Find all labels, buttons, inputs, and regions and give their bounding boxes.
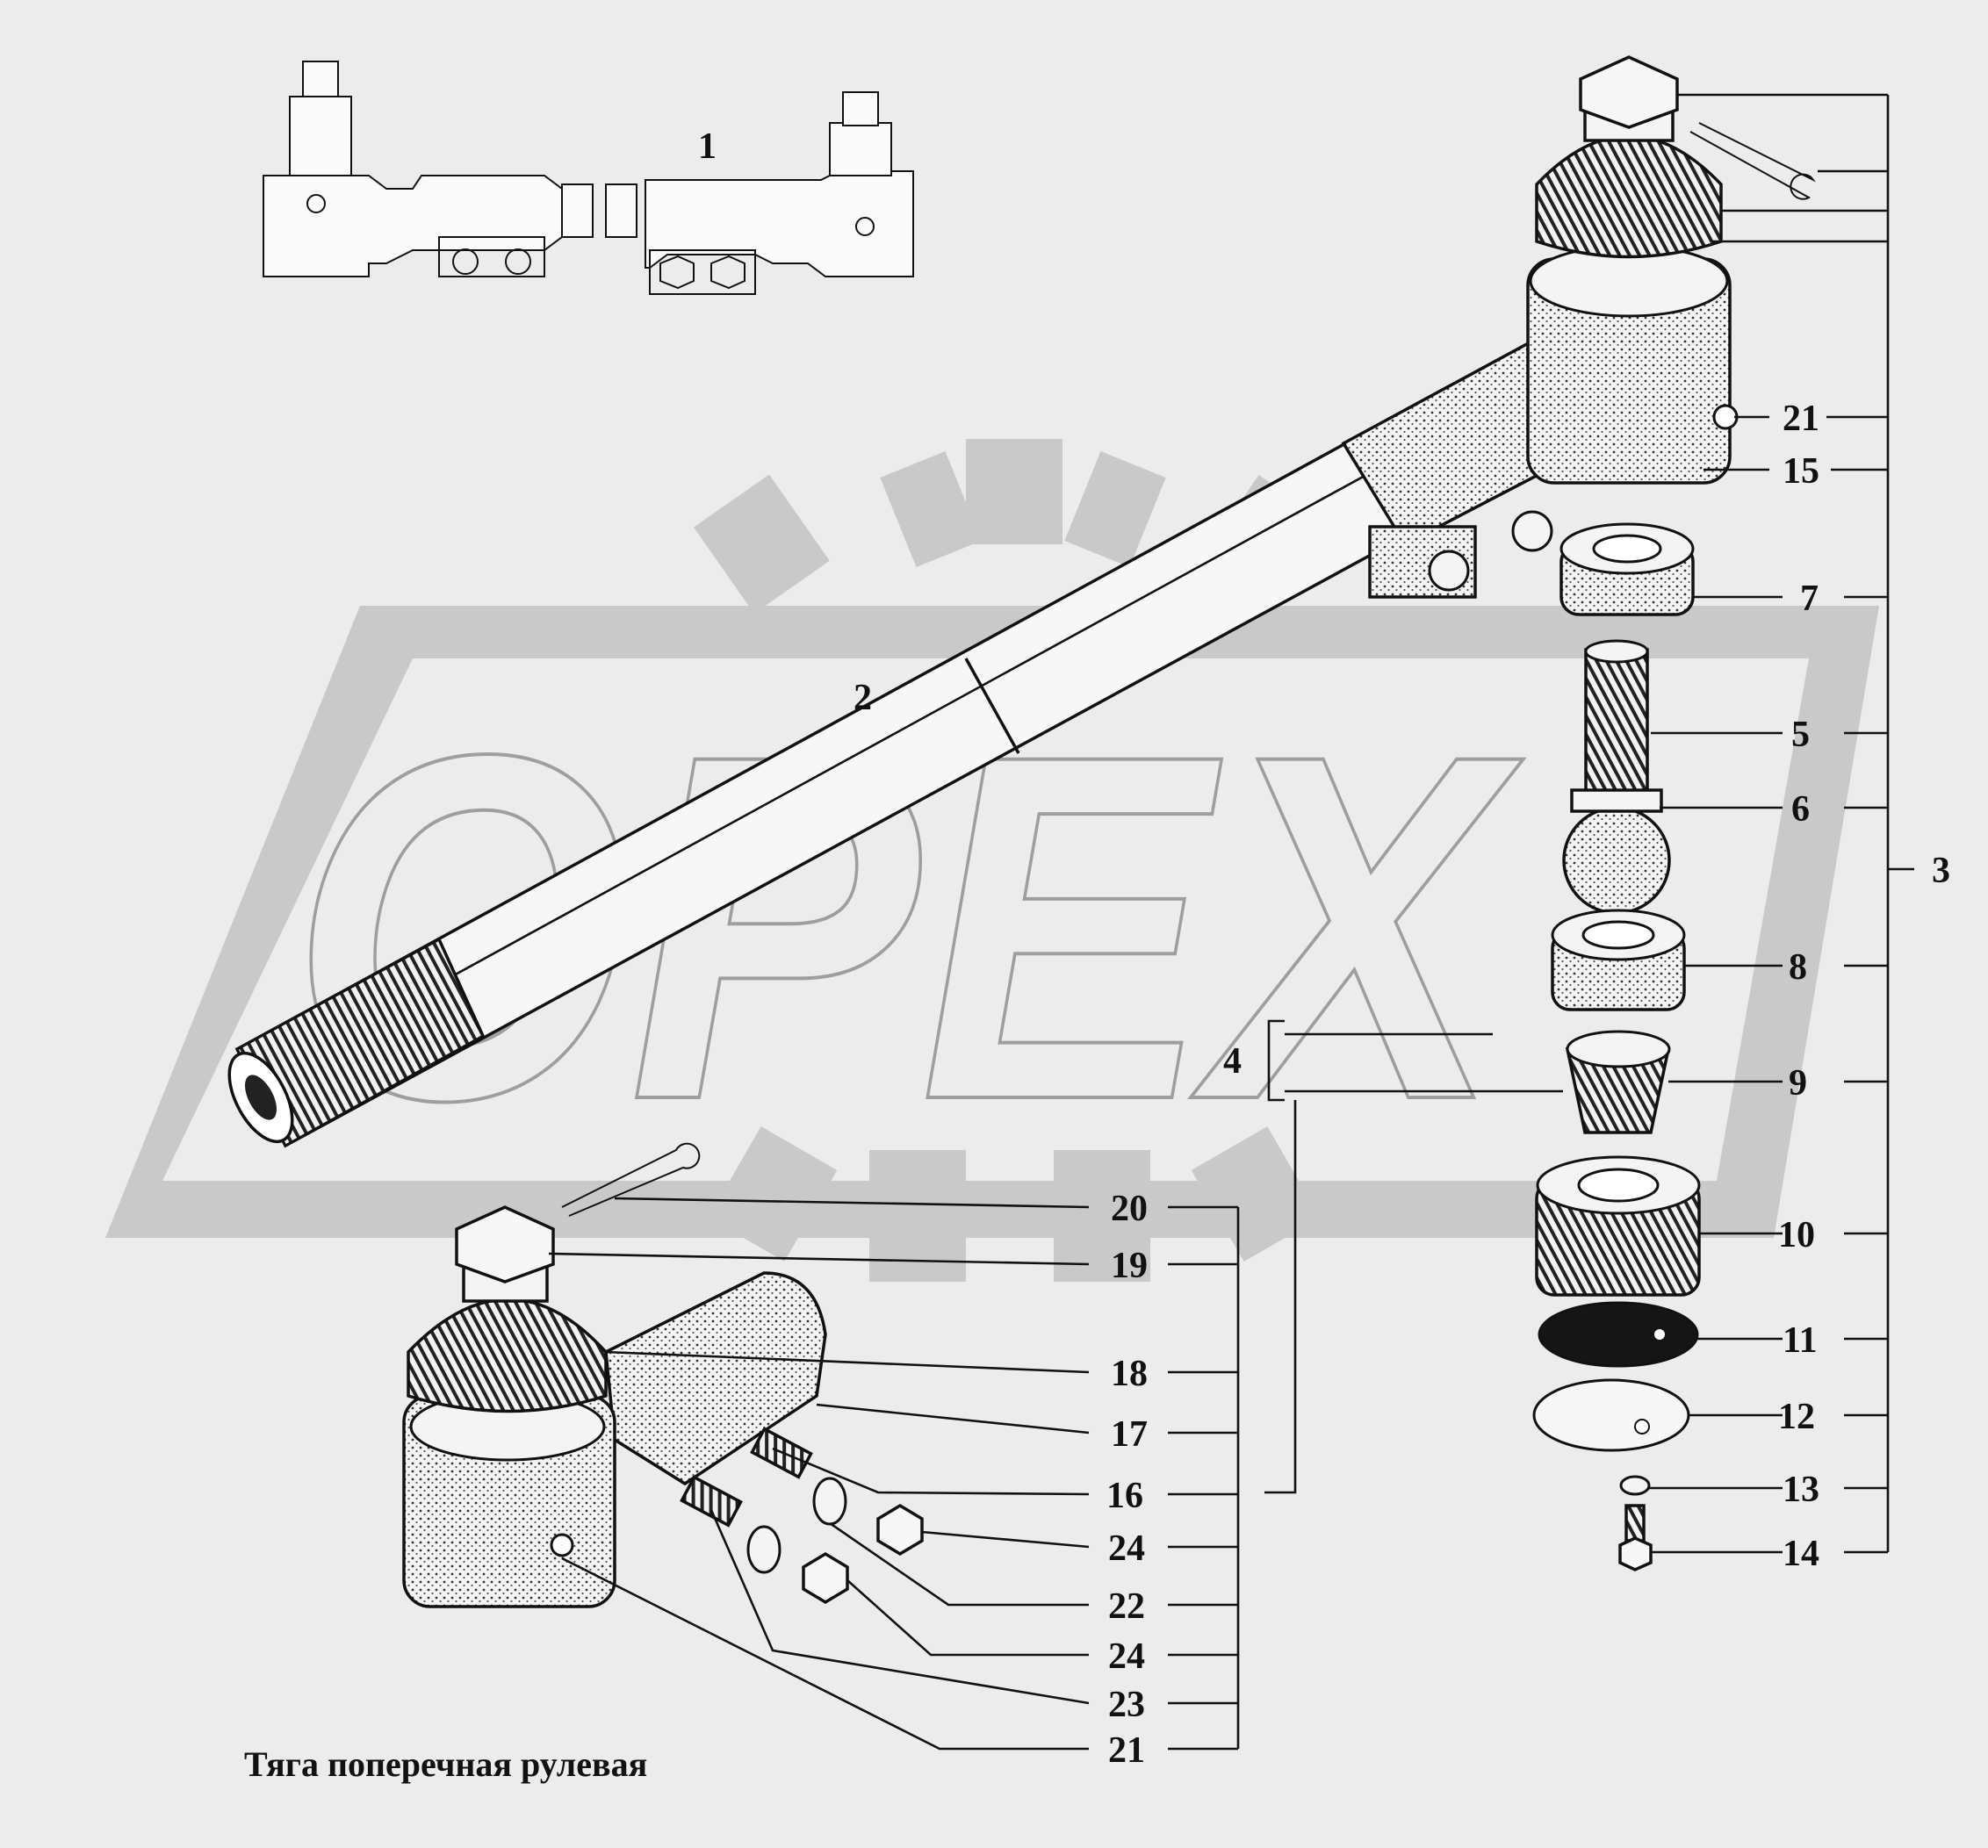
callout-24b: 24 xyxy=(1108,1636,1145,1677)
callout-15: 15 xyxy=(1783,451,1819,492)
callout-8: 8 xyxy=(1789,947,1807,988)
leader-lines xyxy=(548,93,1914,1751)
part-9-spring xyxy=(1565,1030,1671,1134)
callout-13: 13 xyxy=(1783,1470,1819,1510)
part-14-bolt xyxy=(1618,1504,1653,1571)
callout-1: 1 xyxy=(698,126,717,167)
callout-4: 4 xyxy=(1223,1041,1242,1082)
callout-10: 10 xyxy=(1778,1215,1815,1255)
callout-24a: 24 xyxy=(1108,1528,1145,1569)
thumbnail-tie-rod-assembly xyxy=(263,61,914,295)
callout-labels: 1 2 3 4 21 15 7 5 6 8 9 10 11 12 13 14 2… xyxy=(698,126,1950,1771)
callout-11: 11 xyxy=(1783,1320,1818,1361)
part-13-washer xyxy=(1619,1475,1651,1496)
part-5-ball-pin xyxy=(1562,639,1671,915)
callout-3: 3 xyxy=(1932,851,1950,891)
callout-16: 16 xyxy=(1106,1476,1143,1516)
callout-12: 12 xyxy=(1778,1397,1815,1437)
callout-21b: 21 xyxy=(1108,1730,1145,1771)
callout-18: 18 xyxy=(1111,1354,1148,1394)
callout-9: 9 xyxy=(1789,1063,1807,1104)
callout-22: 22 xyxy=(1108,1586,1145,1627)
exploded-components xyxy=(1532,522,1701,1571)
part-8-ring xyxy=(1551,909,1686,1011)
callout-6: 6 xyxy=(1791,789,1810,830)
callout-19: 19 xyxy=(1111,1246,1148,1286)
left-tie-rod-end xyxy=(402,1142,924,1608)
callout-2: 2 xyxy=(854,678,872,718)
callout-21a: 21 xyxy=(1783,399,1819,439)
callout-7: 7 xyxy=(1800,579,1819,619)
callout-20: 20 xyxy=(1111,1189,1148,1229)
right-tie-rod-end xyxy=(1526,55,1816,485)
part-12-lock-plate xyxy=(1532,1378,1690,1452)
callout-23: 23 xyxy=(1108,1685,1145,1725)
part-10-threaded-plug xyxy=(1535,1155,1701,1297)
callout-17: 17 xyxy=(1111,1414,1148,1455)
part-11-gasket xyxy=(1538,1301,1699,1368)
part-7-ring xyxy=(1559,522,1695,616)
callout-14: 14 xyxy=(1783,1534,1819,1574)
figure-caption: Тяга поперечная рулевая xyxy=(244,1744,648,1784)
callout-5: 5 xyxy=(1791,715,1810,755)
